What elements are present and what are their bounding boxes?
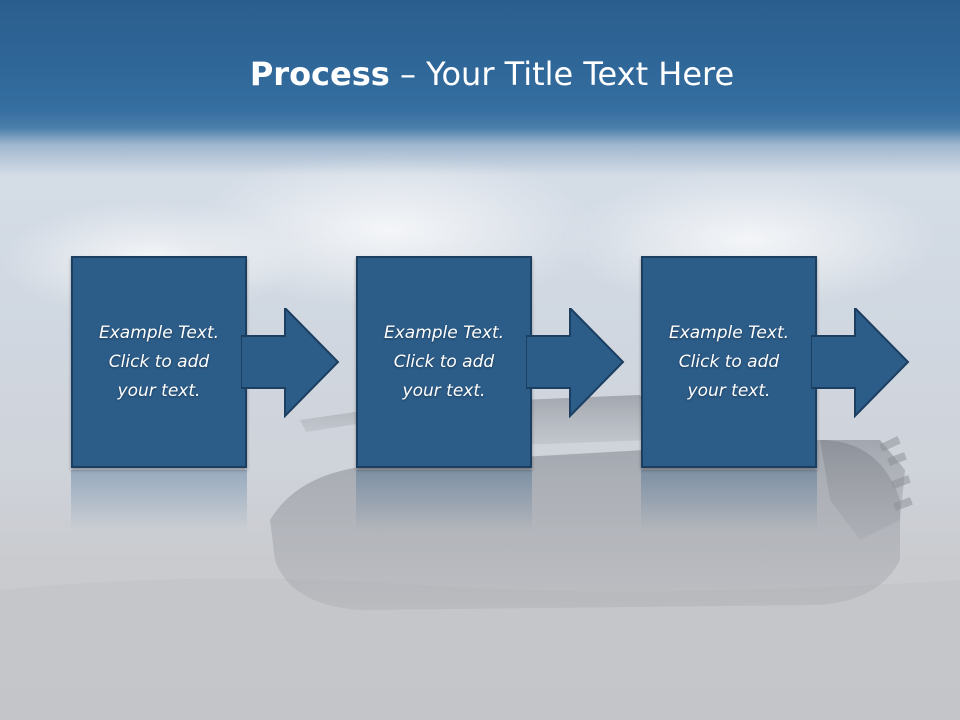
arrow-right-icon [811,308,910,418]
title-band [0,0,960,175]
step-text-line: Example Text. [668,322,790,343]
step-text-box[interactable]: Example Text. Click to add your text. [356,256,532,468]
step-text-line: your text. [402,380,486,401]
process-step-2: Example Text. Click to add your text. [356,256,716,468]
process-step-1: Example Text. Click to add your text. [71,256,431,468]
step-text-box[interactable]: Example Text. Click to add your text. [641,256,817,468]
arrow-right-icon [526,308,625,418]
step-text-line: Example Text. [98,322,220,343]
box-reflection [641,470,817,530]
step-text: Example Text. Click to add your text. [663,319,795,406]
step-text: Example Text. Click to add your text. [93,319,225,406]
step-text-line: your text. [687,380,771,401]
step-text: Example Text. Click to add your text. [378,319,510,406]
step-text-line: Example Text. [383,322,505,343]
step-text-box[interactable]: Example Text. Click to add your text. [71,256,247,468]
step-text-line: Click to add [393,351,495,372]
step-text-line: Click to add [108,351,210,372]
step-text-line: Click to add [678,351,780,372]
box-reflection [356,470,532,530]
box-reflection [71,470,247,530]
slide-title[interactable]: Process – Your Title Text Here [0,52,960,96]
arrow-right-icon [241,308,340,418]
step-text-line: your text. [117,380,201,401]
process-step-3: Example Text. Click to add your text. [641,256,960,468]
title-strong-text: Process [249,55,390,93]
title-rest-text: – Your Title Text Here [389,55,735,93]
